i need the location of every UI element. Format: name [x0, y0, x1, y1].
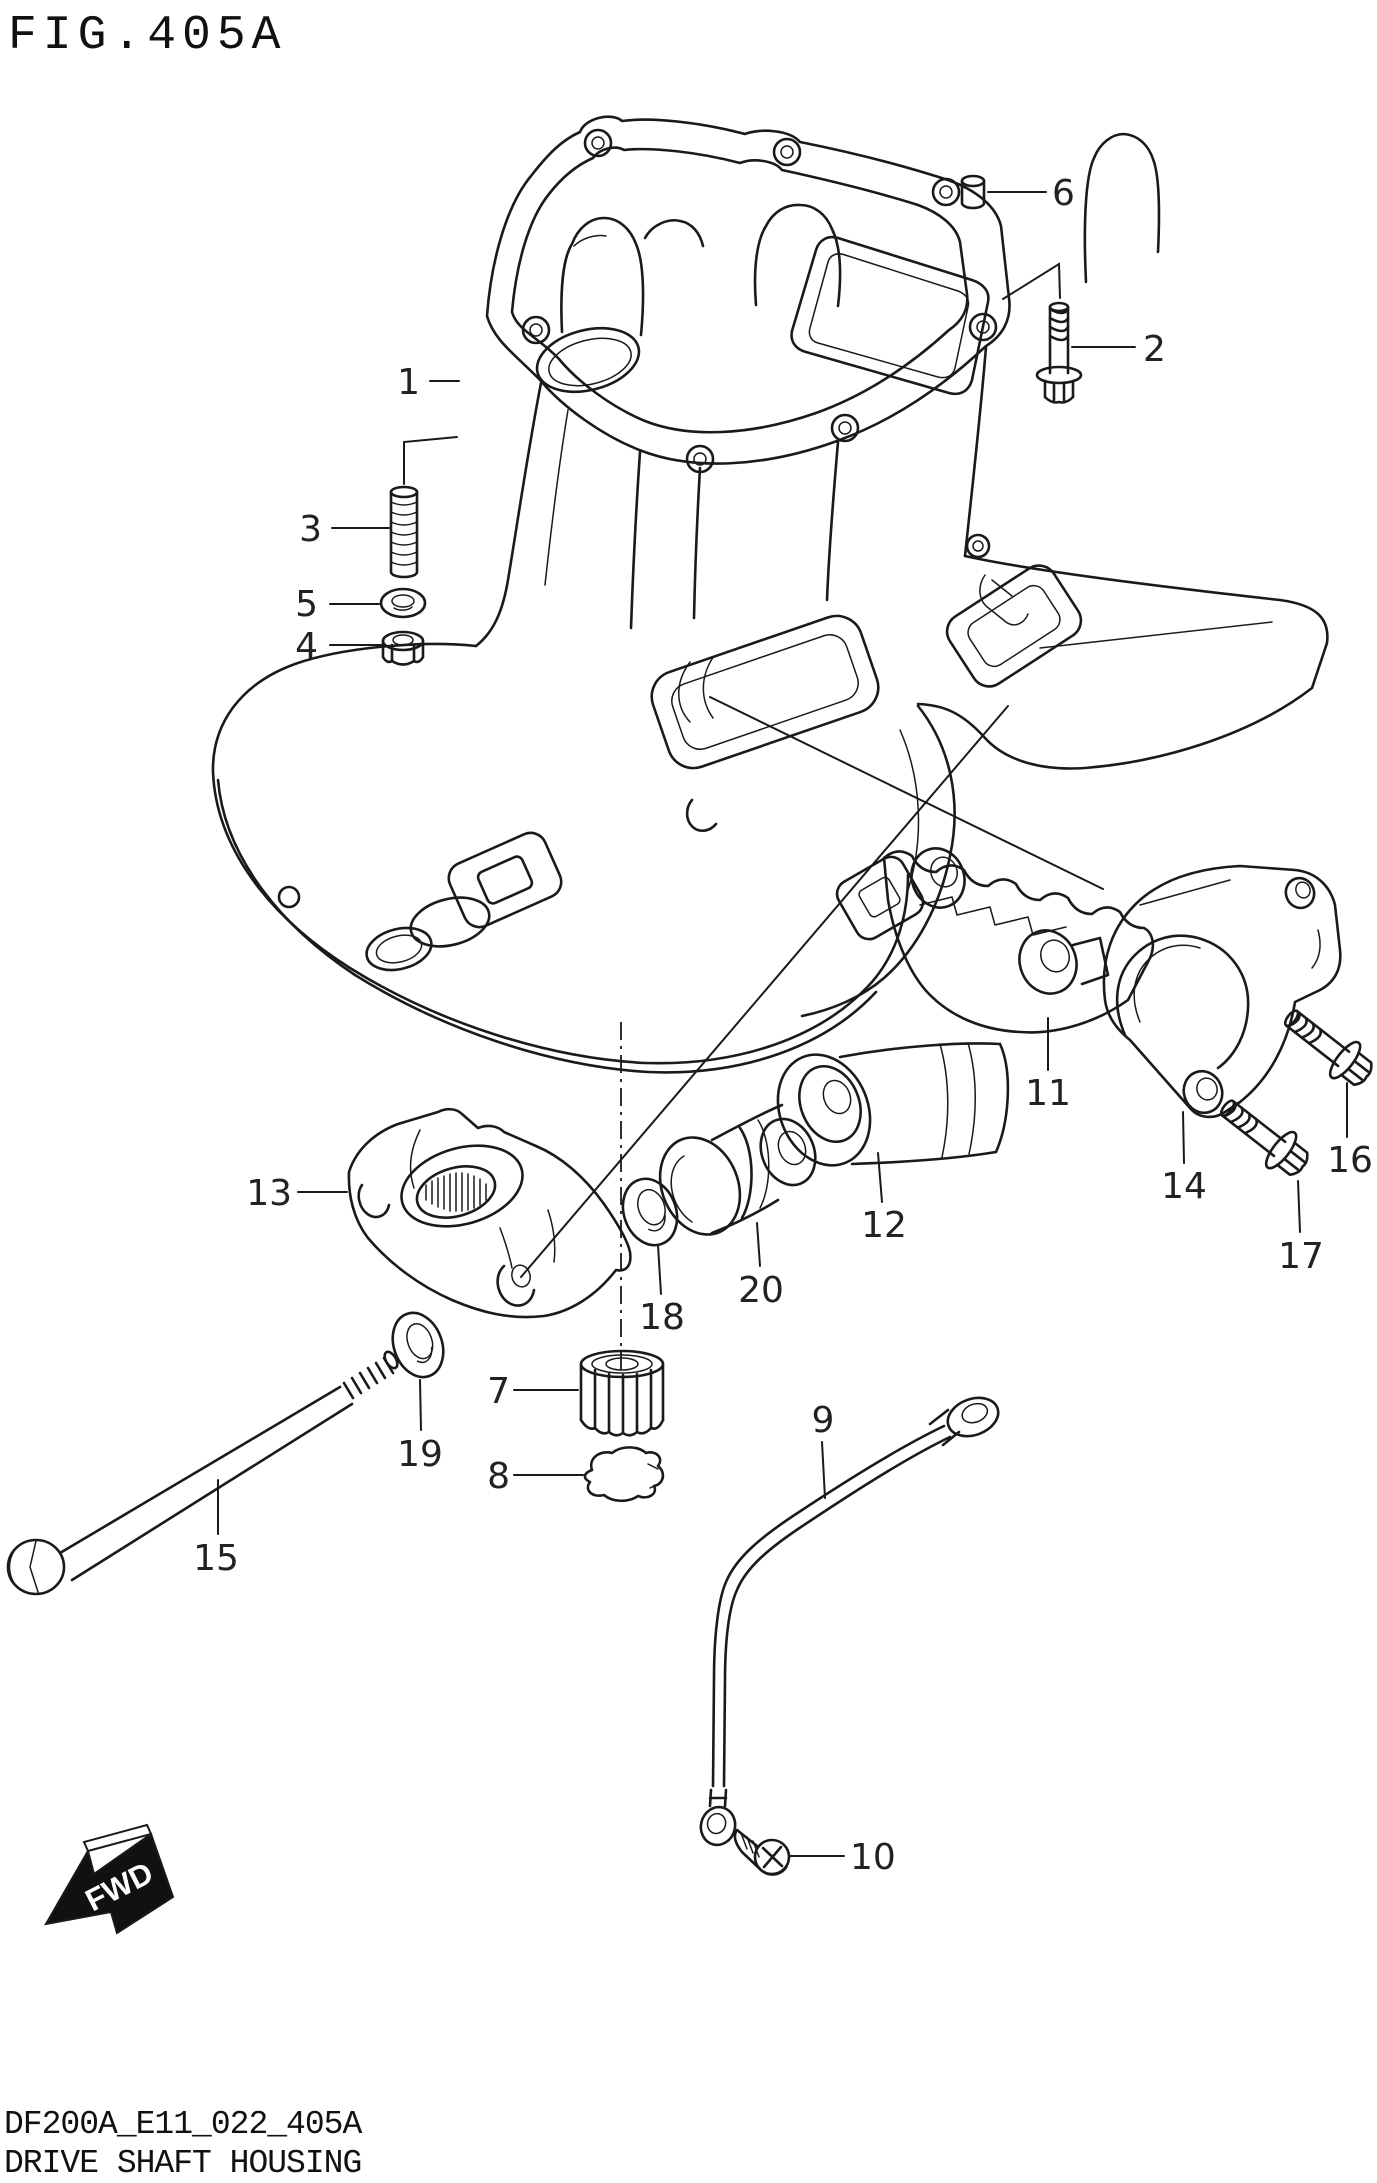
- callout-10: 10: [850, 1837, 896, 1878]
- tail-c-hole: [685, 798, 718, 832]
- part-4-nut: [381, 630, 425, 666]
- callout-9: 9: [812, 1400, 835, 1441]
- callout-2: 2: [1143, 329, 1166, 370]
- flange-rect-opening: [790, 235, 990, 396]
- part-7-bushing: [579, 1349, 665, 1437]
- housing-body: [211, 115, 1329, 1074]
- inner-towers: [560, 132, 1161, 337]
- mid-column: [474, 345, 988, 648]
- spline-hatch: [425, 1172, 487, 1212]
- callout-6: 6: [1052, 173, 1075, 214]
- part-19-washer: [391, 1311, 445, 1379]
- flange-oval-hole: [535, 326, 641, 394]
- right-wing: [916, 533, 1329, 770]
- callout-16: 16: [1327, 1140, 1373, 1181]
- callout-14: 14: [1161, 1166, 1207, 1207]
- part-11-serrated-mount: [882, 847, 1155, 1034]
- callout-13: 13: [246, 1173, 292, 1214]
- part-13-bracket: [347, 1107, 632, 1319]
- callout-4: 4: [295, 626, 318, 667]
- callout-8: 8: [487, 1456, 510, 1497]
- anti-ventilation-plate: [211, 642, 910, 1074]
- fwd-arrow: [44, 1832, 175, 1935]
- plate-hole-tiny: [277, 885, 301, 909]
- part-15-bolt: [6, 1350, 399, 1596]
- callout-17: 17: [1278, 1236, 1324, 1277]
- part-12-mount: [776, 1042, 1010, 1167]
- leader-window-to-14: [709, 696, 1104, 890]
- callout-12: 12: [861, 1205, 907, 1246]
- part-16-bolt: [1273, 997, 1377, 1096]
- callout-1: 1: [397, 362, 420, 403]
- callouts: 1 2 3 4 5 6 7 8 9 10 11 12 13 14 15 16 1: [193, 173, 1373, 1878]
- footer-name: DRIVE SHAFT HOUSING: [4, 2145, 361, 2182]
- part-8-gasket: [583, 1446, 665, 1503]
- part-2-locator: [1002, 262, 1061, 300]
- part-18-washer: [621, 1177, 679, 1247]
- plate-hole-small: [365, 926, 433, 972]
- flange-bolt-bosses: [521, 128, 998, 474]
- wing-window: [945, 564, 1083, 688]
- fwd-badge: FWD: [44, 1823, 175, 1935]
- callout-20: 20: [738, 1270, 784, 1311]
- part-9-cable: [699, 1396, 1000, 1847]
- callout-11: 11: [1025, 1073, 1071, 1114]
- fwd-arrow-top-face: [82, 1823, 153, 1853]
- part-3-stud: [389, 436, 458, 579]
- leader-13-to-housing: [520, 705, 1009, 1278]
- callout-15: 15: [193, 1538, 239, 1579]
- part-3-locator: [403, 436, 458, 485]
- part-5-washer: [379, 587, 427, 619]
- plate-hole-large: [409, 896, 491, 948]
- top-flange-inner: [510, 146, 969, 434]
- part-2-bolt: [1002, 262, 1083, 404]
- plate-boss: [447, 831, 563, 929]
- part-14-clamp-bracket: [1102, 864, 1342, 1119]
- window-inner-arc: [678, 655, 715, 723]
- top-flange-outer: [485, 115, 1011, 465]
- part-17-bolt: [1209, 1087, 1318, 1186]
- callout-18: 18: [639, 1297, 685, 1338]
- part-10-screw: [733, 1828, 791, 1876]
- callout-19: 19: [397, 1434, 443, 1475]
- part-6-pin: [960, 174, 986, 210]
- footer-code: DF200A_E11_022_405A: [4, 2106, 362, 2143]
- column-window: [650, 614, 880, 770]
- callout-7: 7: [487, 1371, 510, 1412]
- callout-5: 5: [295, 584, 318, 625]
- part-20-damper: [658, 1103, 817, 1236]
- figure-title: FIG.405A: [8, 9, 286, 63]
- callout-3: 3: [299, 509, 322, 550]
